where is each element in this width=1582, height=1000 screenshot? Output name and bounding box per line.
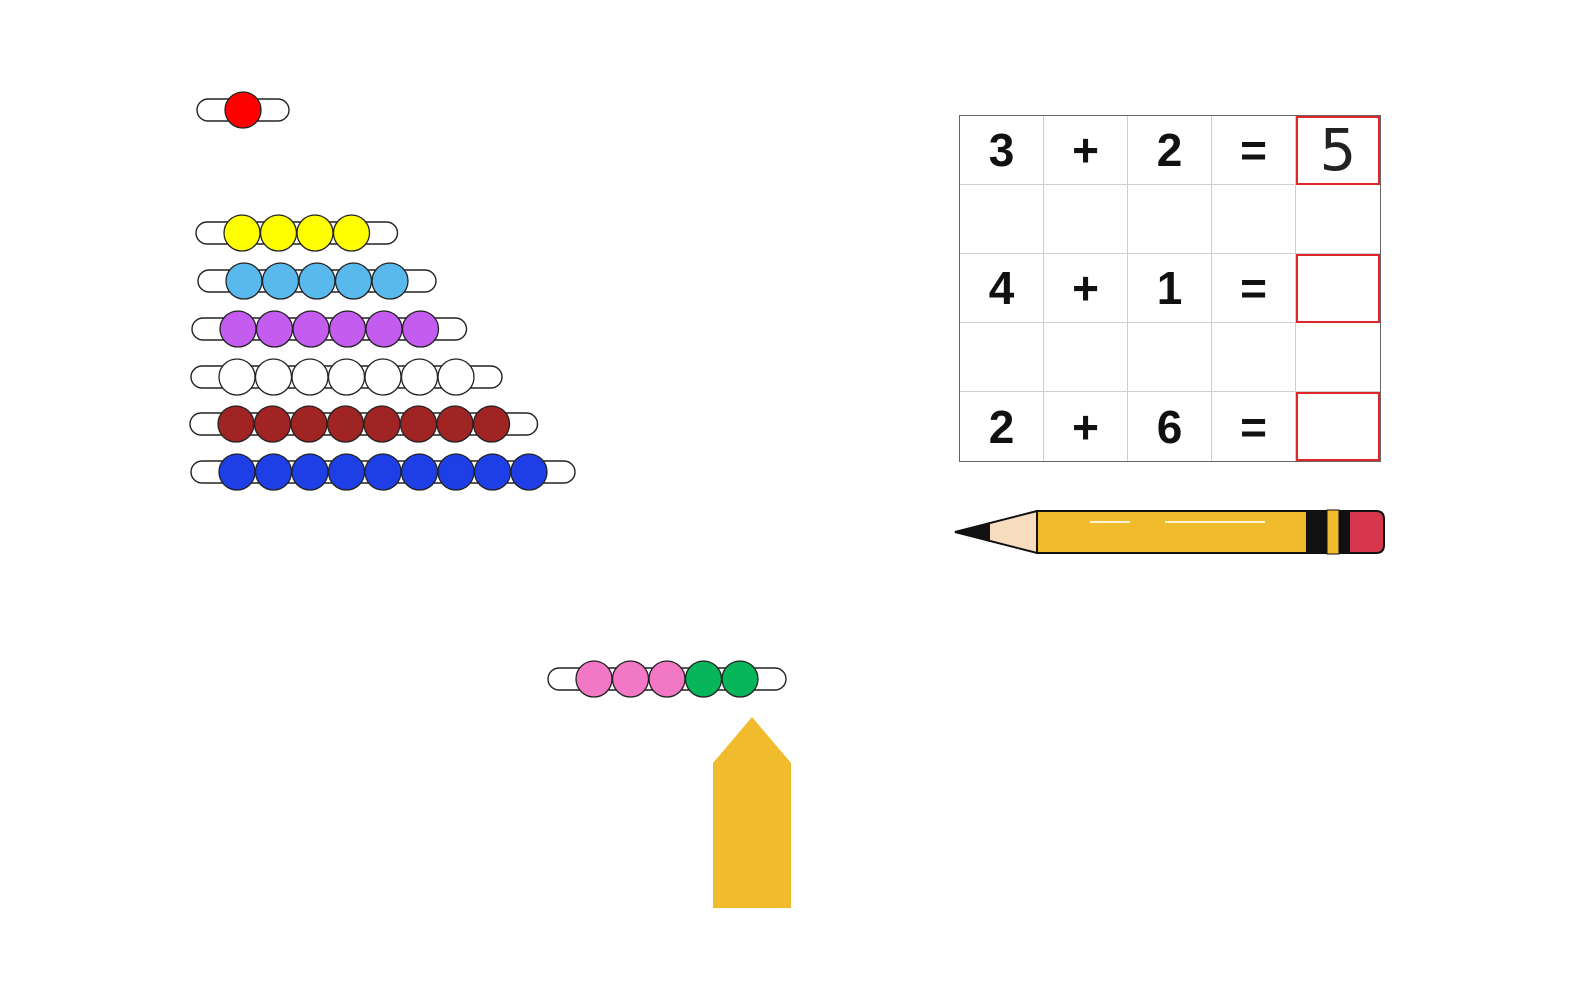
bead-stair-bars — [189, 91, 576, 491]
bead — [364, 453, 402, 491]
equation-1-operator: + — [1044, 116, 1128, 185]
bead — [298, 262, 336, 300]
bead — [259, 214, 298, 252]
bead — [575, 660, 613, 698]
bead — [334, 262, 373, 300]
equation-2-addend-a: 4 — [960, 254, 1044, 323]
bead-bar-6 — [191, 310, 468, 348]
bead — [296, 214, 334, 252]
equation-3-operator: + — [1044, 392, 1128, 461]
equation-2-answer-box[interactable] — [1296, 254, 1380, 323]
grid-empty-cell — [960, 185, 1044, 254]
bead — [400, 453, 439, 491]
equation-1-answer-box[interactable]: 5 — [1296, 116, 1380, 185]
bead — [611, 660, 650, 698]
equation-2-equals: = — [1212, 254, 1296, 323]
grid-empty-cell — [1212, 185, 1296, 254]
bead — [364, 358, 402, 396]
bead — [400, 358, 439, 396]
bead — [255, 310, 294, 348]
bead — [648, 660, 686, 698]
bead — [401, 310, 440, 348]
bead — [371, 262, 409, 300]
bead — [223, 214, 261, 252]
bead-bar-1 — [196, 91, 290, 129]
bead — [219, 310, 257, 348]
grid-empty-cell — [1296, 185, 1380, 254]
bead — [437, 453, 475, 491]
grid-empty-cell — [1044, 323, 1128, 392]
bead — [437, 358, 475, 396]
equation-2-operator: + — [1044, 254, 1128, 323]
grid-empty-cell — [1212, 323, 1296, 392]
grid-empty-cell — [1296, 323, 1380, 392]
equation-grid: 3 + 2 = 5 4 + 1 = 2 + 6 = — [959, 115, 1381, 462]
bead — [328, 310, 367, 348]
bead — [363, 405, 401, 443]
bead — [225, 262, 263, 300]
equation-3-addend-b: 6 — [1128, 392, 1212, 461]
bead — [290, 405, 328, 443]
equation-1-addend-b: 2 — [1128, 116, 1212, 185]
bead — [684, 660, 723, 698]
bead — [218, 358, 256, 396]
equation-3-answer-box[interactable] — [1296, 392, 1380, 461]
combined-bead-bar-segments — [547, 660, 787, 698]
grid-empty-cell — [1128, 323, 1212, 392]
bead — [327, 453, 366, 491]
bead-bar-8 — [189, 405, 539, 443]
bead — [327, 358, 366, 396]
bead — [261, 262, 300, 300]
bead — [253, 405, 292, 443]
bead — [254, 358, 293, 396]
bead — [254, 453, 293, 491]
equation-2-addend-b: 1 — [1128, 254, 1212, 323]
bead — [365, 310, 403, 348]
grid-empty-cell — [960, 323, 1044, 392]
bead — [332, 214, 371, 252]
bead — [473, 453, 512, 491]
equation-3-addend-a: 2 — [960, 392, 1044, 461]
combined-bead-bar — [547, 660, 787, 698]
bead — [721, 660, 759, 698]
equation-1-addend-a: 3 — [960, 116, 1044, 185]
bead — [291, 358, 329, 396]
bead — [217, 405, 255, 443]
bead — [291, 453, 329, 491]
bead-bar-4 — [195, 214, 399, 252]
arrow-pointer — [713, 717, 791, 908]
bead — [224, 91, 262, 129]
bead — [436, 405, 474, 443]
bead — [218, 453, 256, 491]
bead-bar-5 — [197, 262, 437, 300]
equation-1-equals: = — [1212, 116, 1296, 185]
equation-3-equals: = — [1212, 392, 1296, 461]
bead — [510, 453, 548, 491]
bead — [326, 405, 365, 443]
bead-bar-7 — [190, 358, 503, 396]
bead — [472, 405, 511, 443]
bead-bar-9 — [190, 453, 576, 491]
grid-empty-cell — [1128, 185, 1212, 254]
bead — [292, 310, 330, 348]
bead — [399, 405, 438, 443]
pencil-icon — [954, 509, 1385, 555]
grid-empty-cell — [1044, 185, 1128, 254]
